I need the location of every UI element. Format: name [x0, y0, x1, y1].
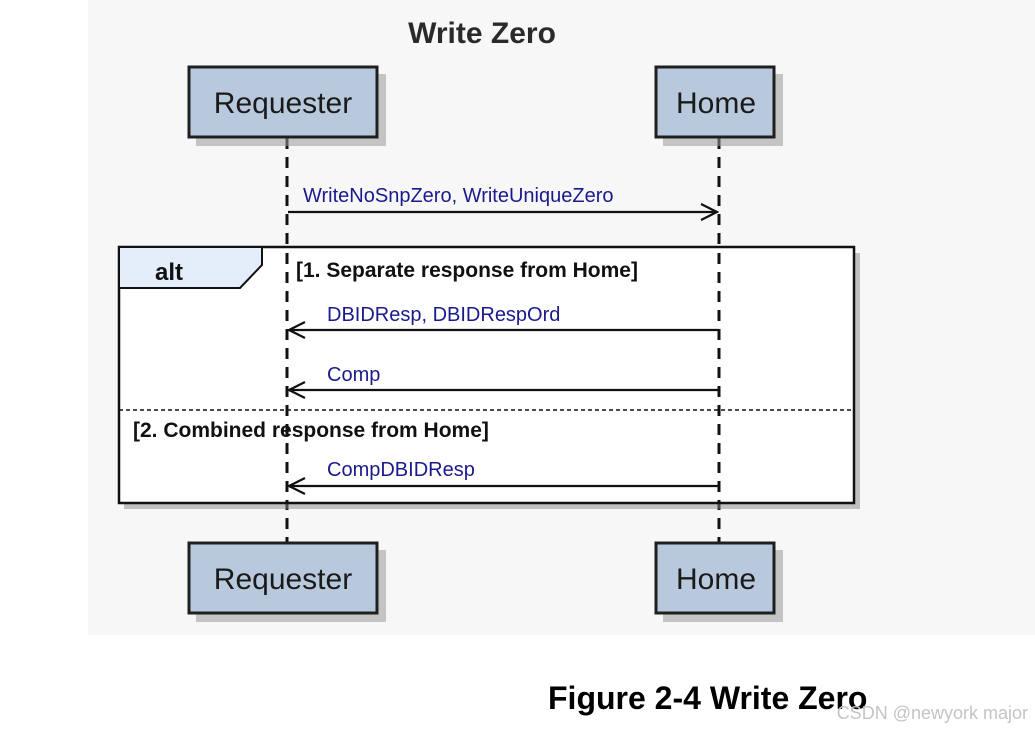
alt-frame: alt [1. Separate response from Home] [2.… [117, 245, 860, 509]
message-comp: Comp [289, 364, 719, 390]
participant-requester-bottom: Requester [187, 541, 386, 622]
participant-label: Home [676, 563, 756, 596]
message-request: WriteNoSnpZero, WriteUniqueZero [288, 185, 717, 212]
message-label: DBIDResp, DBIDRespOrd [327, 304, 560, 326]
participant-label: Requester [214, 563, 352, 596]
figure-caption: Figure 2-4 Write Zero [548, 680, 867, 716]
watermark: CSDN @newyork major [837, 703, 1028, 723]
participant-label: Requester [214, 87, 352, 120]
message-dbidresp: DBIDResp, DBIDRespOrd [289, 304, 719, 330]
diagram-title: Write Zero [408, 17, 556, 50]
participant-home-top: Home [654, 65, 783, 146]
guard-combined-response: [2. Combined response from Home] [133, 419, 489, 442]
message-label: Comp [327, 364, 380, 386]
message-label: WriteNoSnpZero, WriteUniqueZero [303, 185, 614, 207]
participant-home-bottom: Home [654, 541, 783, 622]
participant-label: Home [676, 87, 756, 120]
alt-frame-tab [118, 246, 263, 289]
guard-separate-response: [1. Separate response from Home] [296, 259, 638, 282]
message-label: CompDBIDResp [327, 459, 475, 481]
alt-keyword: alt [155, 259, 183, 286]
message-compdbidresp: CompDBIDResp [289, 459, 719, 486]
participant-requester-top: Requester [187, 65, 386, 146]
